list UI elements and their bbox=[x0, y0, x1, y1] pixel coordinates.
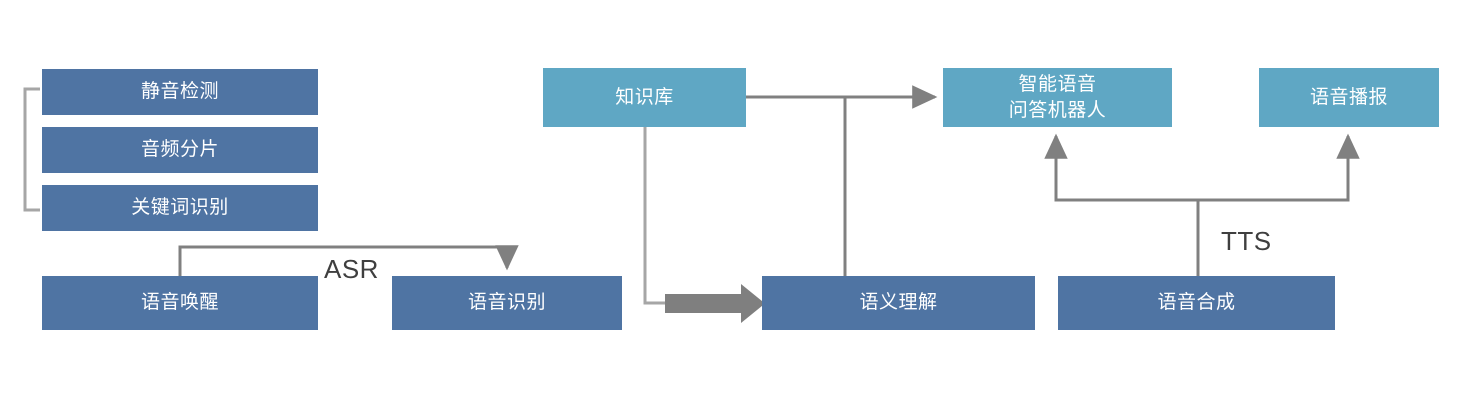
node-silence-detection[interactable]: 静音检测 bbox=[42, 69, 318, 115]
node-label: 静音检测 bbox=[140, 81, 219, 103]
group-bracket bbox=[23, 87, 40, 212]
edge-label-asr: ASR bbox=[324, 254, 379, 284]
node-voice-wakeup[interactable]: 语音唤醒 bbox=[42, 276, 318, 330]
connector-synthesis-to-outputs bbox=[1044, 133, 1360, 276]
node-label: 关键词识别 bbox=[131, 197, 229, 219]
node-label: 语音唤醒 bbox=[140, 292, 219, 314]
connector-kb-to-semantic bbox=[643, 127, 765, 323]
node-label: 语音播报 bbox=[1309, 86, 1388, 108]
node-speech-synthesis[interactable]: 语音合成 bbox=[1058, 276, 1335, 330]
node-label: 语音合成 bbox=[1157, 292, 1236, 314]
node-label: 音频分片 bbox=[140, 139, 219, 161]
node-voice-broadcast[interactable]: 语音播报 bbox=[1259, 68, 1439, 127]
node-speech-recognition[interactable]: 语音识别 bbox=[392, 276, 622, 330]
node-audio-segmentation[interactable]: 音频分片 bbox=[42, 127, 318, 173]
node-semantic-understanding[interactable]: 语义理解 bbox=[762, 276, 1035, 330]
node-label: 语义理解 bbox=[859, 292, 938, 314]
edge-label-tts: TTS bbox=[1221, 226, 1272, 256]
node-label: 语音识别 bbox=[467, 292, 546, 314]
block-arrow-to-semantic bbox=[665, 284, 765, 323]
node-label: 智能语音 问答机器人 bbox=[1008, 73, 1107, 121]
node-knowledge-base[interactable]: 知识库 bbox=[543, 68, 746, 127]
node-qa-robot[interactable]: 智能语音 问答机器人 bbox=[943, 68, 1172, 127]
node-label: 知识库 bbox=[615, 86, 674, 108]
node-keyword-spotting[interactable]: 关键词识别 bbox=[42, 185, 318, 231]
